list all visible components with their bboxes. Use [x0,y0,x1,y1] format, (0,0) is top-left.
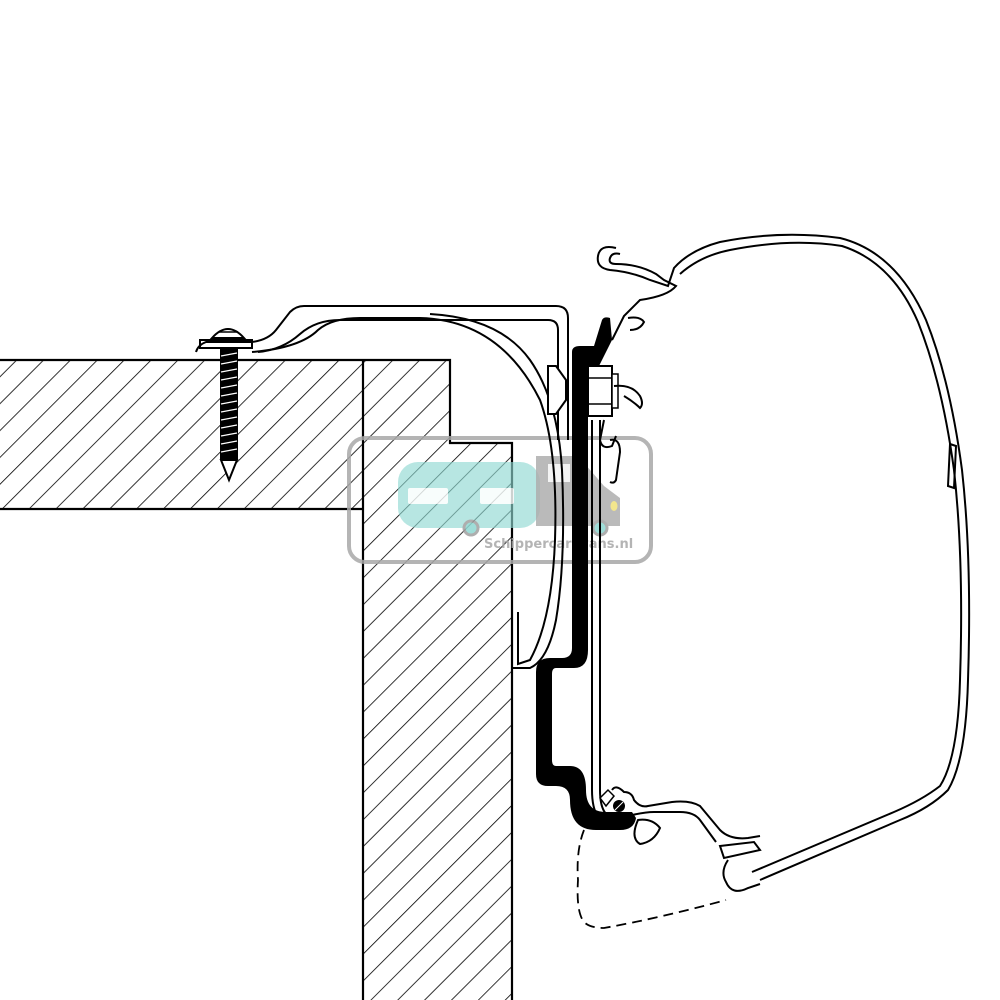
side-wall [361,360,512,1000]
black-rail [536,317,636,830]
countersunk-bolt-head [547,365,567,415]
awning-cassette [591,233,971,892]
dashed-outline [576,829,727,929]
roof-panel [0,358,514,1000]
watermark-text: Schippercaravans.nl [484,537,633,552]
mounting-screw [199,328,253,483]
bolt-nut [587,365,619,417]
clip-screw [599,788,625,812]
adapter-bracket [195,305,569,669]
